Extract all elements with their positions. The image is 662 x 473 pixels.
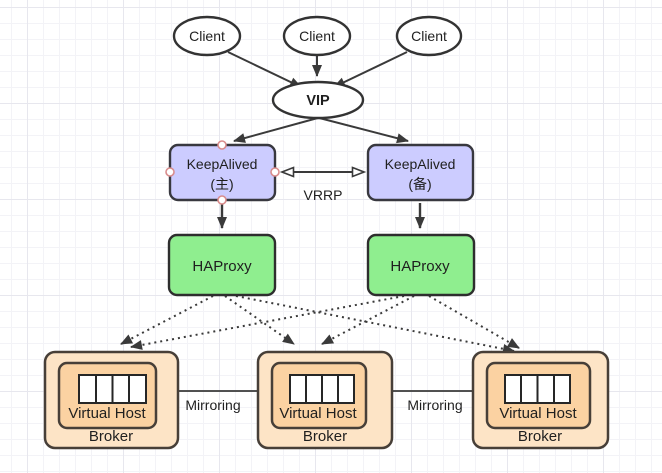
client-label: Client bbox=[189, 28, 225, 44]
client-label: Client bbox=[411, 28, 447, 44]
keepalived-master-line2: (主) bbox=[210, 176, 233, 192]
haproxy-left-box[interactable] bbox=[167, 233, 277, 297]
broker-label: Broker bbox=[518, 428, 562, 445]
broker-label: Broker bbox=[89, 428, 133, 445]
edge-haproxy2-broker3[interactable] bbox=[428, 295, 520, 349]
client-ellipse[interactable] bbox=[282, 15, 352, 57]
connection-handle-bottom[interactable] bbox=[217, 195, 227, 205]
edge-haproxy1-broker3[interactable] bbox=[235, 295, 515, 354]
client-ellipse[interactable] bbox=[395, 15, 463, 57]
haproxy-left-node[interactable]: HAProxy bbox=[167, 233, 277, 297]
virtual-host-label: Virtual Host bbox=[499, 405, 577, 422]
message-queue-icon bbox=[504, 374, 571, 404]
haproxy-left-label: HAProxy bbox=[192, 258, 252, 275]
client-label: Client bbox=[299, 28, 335, 44]
message-queue-icon bbox=[289, 374, 355, 404]
vrrp-label: VRRP bbox=[304, 187, 343, 203]
keepalived-backup-line2: (备) bbox=[408, 176, 431, 192]
connection-handle-left[interactable] bbox=[165, 167, 175, 177]
message-queue-icon bbox=[78, 374, 147, 404]
keepalived-backup-line1: KeepAlived bbox=[385, 156, 456, 172]
connection-handle-top[interactable] bbox=[217, 140, 227, 150]
vip-label: VIP bbox=[306, 93, 330, 109]
keepalived-master-line1: KeepAlived bbox=[187, 156, 258, 172]
vip-ellipse[interactable] bbox=[271, 80, 365, 120]
edge-client1-vip[interactable] bbox=[227, 51, 302, 88]
broker-label: Broker bbox=[303, 428, 347, 445]
edge-haproxy1-broker1[interactable] bbox=[120, 295, 214, 345]
broker-node-2[interactable]: Virtual Host Broker bbox=[256, 350, 394, 450]
keepalived-backup-node[interactable]: KeepAlived (备) bbox=[366, 143, 475, 202]
mirroring-right-label: Mirroring bbox=[407, 397, 462, 413]
mirroring-left-label: Mirroring bbox=[185, 397, 240, 413]
edge-client3-vip[interactable] bbox=[333, 51, 408, 88]
vip-node[interactable]: VIP bbox=[271, 80, 365, 120]
broker-node-3[interactable]: Virtual Host Broker bbox=[471, 350, 610, 450]
virtual-host-label: Virtual Host bbox=[68, 405, 146, 422]
broker-node-1[interactable]: Virtual Host Broker bbox=[43, 350, 180, 450]
client-node-1[interactable]: Client bbox=[172, 15, 242, 57]
virtual-host-label: Virtual Host bbox=[279, 405, 357, 422]
edge-haproxy2-broker1[interactable] bbox=[130, 295, 405, 350]
haproxy-right-label: HAProxy bbox=[390, 258, 450, 275]
keepalived-backup-box[interactable] bbox=[366, 143, 475, 202]
keepalived-master-node[interactable]: KeepAlived (主) bbox=[165, 140, 280, 205]
edge-haproxy1-broker2[interactable] bbox=[224, 295, 295, 345]
haproxy-right-node[interactable]: HAProxy bbox=[366, 233, 476, 297]
client-node-2[interactable]: Client bbox=[282, 15, 352, 57]
connection-handle-right[interactable] bbox=[270, 167, 280, 177]
haproxy-right-box[interactable] bbox=[366, 233, 476, 297]
client-node-3[interactable]: Client bbox=[395, 15, 463, 57]
client-ellipse[interactable] bbox=[172, 15, 242, 57]
